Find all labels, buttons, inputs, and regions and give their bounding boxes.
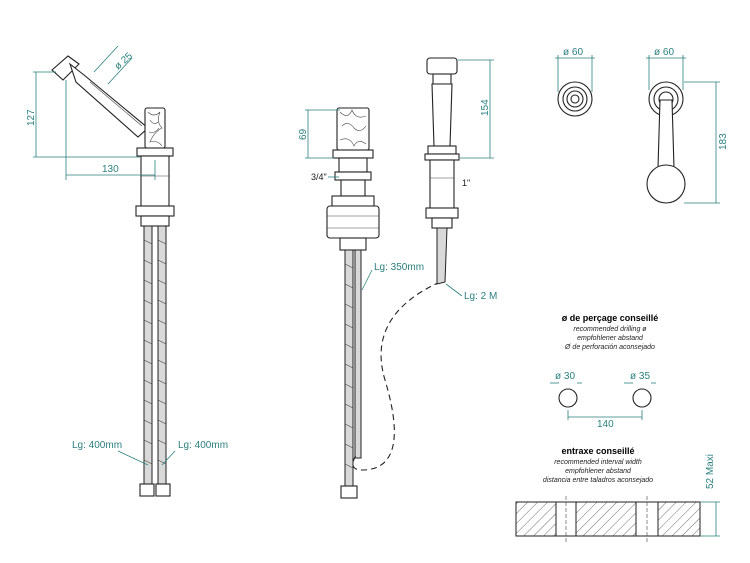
countertop-section — [515, 501, 701, 537]
interval-hole-right — [635, 501, 659, 537]
dim-shower-head-height: 154 — [480, 99, 491, 116]
drilling-section: ø de perçage conseillé recommended drill… — [550, 313, 658, 430]
drilling-line-en: recommended drilling ø — [573, 326, 647, 333]
drill-hole-large — [632, 388, 652, 408]
handle-knob — [646, 164, 686, 204]
drilling-title: ø de perçage conseillé — [562, 313, 659, 323]
label-hose-left-b: Lg: 400mm — [178, 440, 228, 451]
hand-shower-head — [51, 55, 80, 81]
escutcheon-top-view — [557, 81, 593, 117]
shower-hose-dashed — [352, 281, 441, 471]
dim-valve-height: 69 — [298, 128, 309, 140]
interval-line-de: empfohlener abstand — [565, 468, 632, 475]
drill-hole-small — [558, 388, 578, 408]
shower-hose — [436, 227, 448, 285]
shower-column-drawing: 154 1" Lg: 2 M — [424, 57, 497, 302]
dim-max-thickness: 52 Maxi — [705, 454, 716, 489]
shower-top — [426, 57, 458, 75]
dim-drill-large: ø 35 — [630, 371, 650, 382]
valve-nut — [326, 205, 380, 239]
dim-escutcheon-side-diameter: ø 60 — [654, 47, 674, 58]
dim-spout-reach: 130 — [102, 164, 119, 175]
valve-hose — [344, 249, 354, 487]
handle-lever — [657, 99, 675, 169]
dim-valve-thread: 3/4" — [311, 172, 327, 182]
mixer-flange — [136, 147, 174, 157]
dim-escutcheon-top-diameter: ø 60 — [563, 47, 583, 58]
drilling-line-de: empfohlener abstand — [577, 335, 644, 342]
interval-line-en: recommended interval width — [554, 459, 642, 466]
valve-drawing: 69 3/4" Lg: 350mm — [298, 107, 441, 499]
interval-section: entraxe conseillé recommended interval w… — [515, 446, 720, 542]
dim-hand-shower-diameter: ø 25 — [113, 50, 136, 72]
dim-drill-small: ø 30 — [555, 371, 575, 382]
dim-drill-spacing: 140 — [597, 419, 614, 430]
interval-line-es: distancia entre taladros aconsejado — [543, 477, 653, 484]
interval-title: entraxe conseillé — [561, 446, 634, 456]
label-hose-right: Lg: 2 M — [464, 291, 497, 302]
shower-shank — [429, 159, 455, 213]
valve-flange — [332, 149, 374, 159]
label-hose-center: Lg: 350mm — [374, 262, 424, 273]
interval-hole-left — [555, 501, 577, 537]
dim-handle-height: 183 — [718, 133, 729, 150]
label-hose-left-a: Lg: 400mm — [72, 440, 122, 451]
mixer-nut — [135, 205, 175, 217]
dim-diverter-thread: 1" — [462, 178, 470, 188]
dim-mixer-height: 127 — [26, 109, 37, 126]
drilling-line-es: Ø de perforación aconsejado — [564, 344, 655, 351]
hand-shower-arm — [68, 62, 149, 138]
hose-left — [143, 225, 153, 485]
mixer-drawing: 127 ø 25 130 Lg: 400mm Lg: 400mm — [26, 45, 228, 497]
shower-body — [431, 83, 453, 147]
hose-right — [157, 225, 167, 485]
escutcheon-drawing: ø 60 ø 60 183 — [555, 47, 729, 204]
